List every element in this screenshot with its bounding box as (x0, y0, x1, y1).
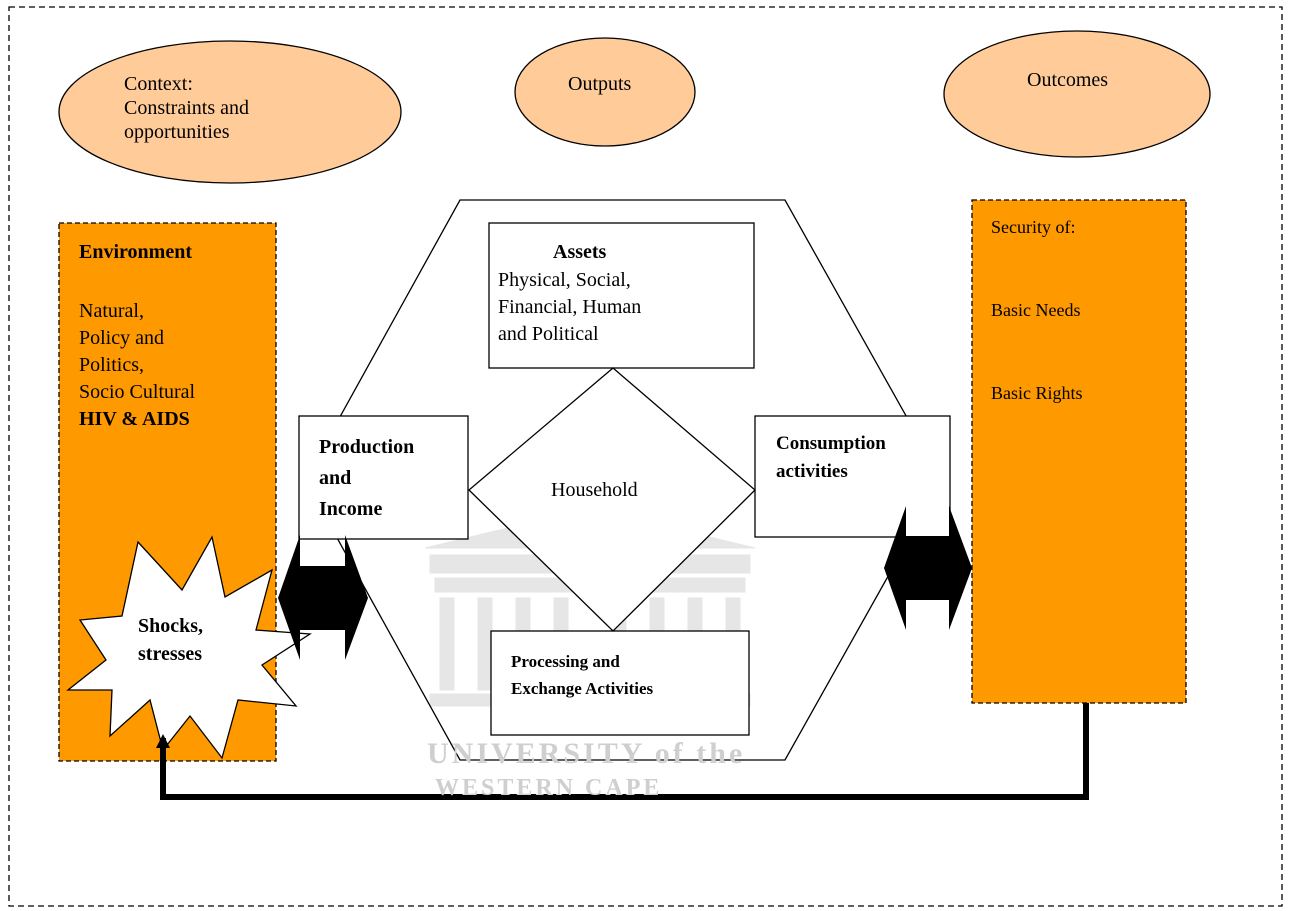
environment-item: Natural, (79, 300, 144, 322)
right-double-arrow (884, 506, 972, 630)
outcomes-ellipse (943, 30, 1211, 158)
production-box (298, 415, 469, 540)
security-item-basic-rights: Basic Rights (991, 383, 1083, 403)
security-box (971, 199, 1187, 704)
household-label: Household (551, 479, 638, 501)
environment-highlight: HIV & AIDS (79, 408, 190, 430)
processing-line: Processing and (511, 652, 620, 671)
environment-item: Policy and (79, 327, 164, 349)
outputs-ellipse (514, 37, 696, 147)
outer-frame (8, 6, 1283, 907)
assets-line: and Political (498, 323, 599, 345)
outcomes-label: Outcomes (1027, 69, 1109, 91)
consumption-line: activities (776, 461, 848, 482)
feedback-arrowhead (156, 734, 170, 748)
assets-box (488, 222, 755, 369)
assets-list: Physical, Social, Financial, Human and P… (498, 267, 641, 348)
shocks-starburst (66, 535, 312, 760)
consumption-label: Consumption activities (776, 430, 886, 486)
left-double-arrow (278, 535, 368, 660)
shocks-line: Shocks, (138, 615, 204, 637)
environment-heading: Environment (79, 241, 192, 263)
consumption-box (754, 415, 951, 538)
security-item-basic-needs: Basic Needs (991, 300, 1081, 320)
production-label: Production and Income (319, 432, 414, 525)
processing-box (490, 630, 750, 736)
household-diamond (468, 367, 756, 632)
assets-line: Financial, Human (498, 296, 642, 318)
watermark-text: UNIVERSITY of the WESTERN CAPE (427, 737, 745, 805)
outputs-label: Outputs (568, 73, 632, 95)
security-heading: Security of: (991, 217, 1076, 237)
context-ellipse (58, 40, 402, 184)
consumption-line: Consumption (776, 433, 886, 454)
processing-line: Exchange Activities (511, 679, 654, 698)
context-line: opportunities (124, 121, 230, 143)
context-line: Constraints and (124, 97, 249, 119)
watermark-line: WESTERN CAPE (435, 775, 663, 801)
production-line: Income (319, 498, 383, 520)
processing-label: Processing and Exchange Activities (511, 648, 653, 702)
shocks-line: stresses (138, 643, 203, 665)
context-line: Context: (124, 73, 193, 95)
production-line: Production (319, 436, 415, 458)
assets-line: Physical, Social, (498, 269, 631, 291)
environment-item: Socio Cultural (79, 381, 196, 403)
feedback-loop-line (160, 703, 1089, 800)
watermark-line: UNIVERSITY of the (427, 737, 746, 770)
shocks-label: Shocks, stresses (138, 612, 203, 668)
assets-heading: Assets (553, 241, 607, 263)
context-label: Context: Constraints and opportunities (124, 72, 249, 144)
environment-item: Politics, (79, 354, 145, 376)
production-line: and (319, 467, 352, 489)
environment-list: Natural, Policy and Politics, Socio Cult… (79, 298, 195, 433)
